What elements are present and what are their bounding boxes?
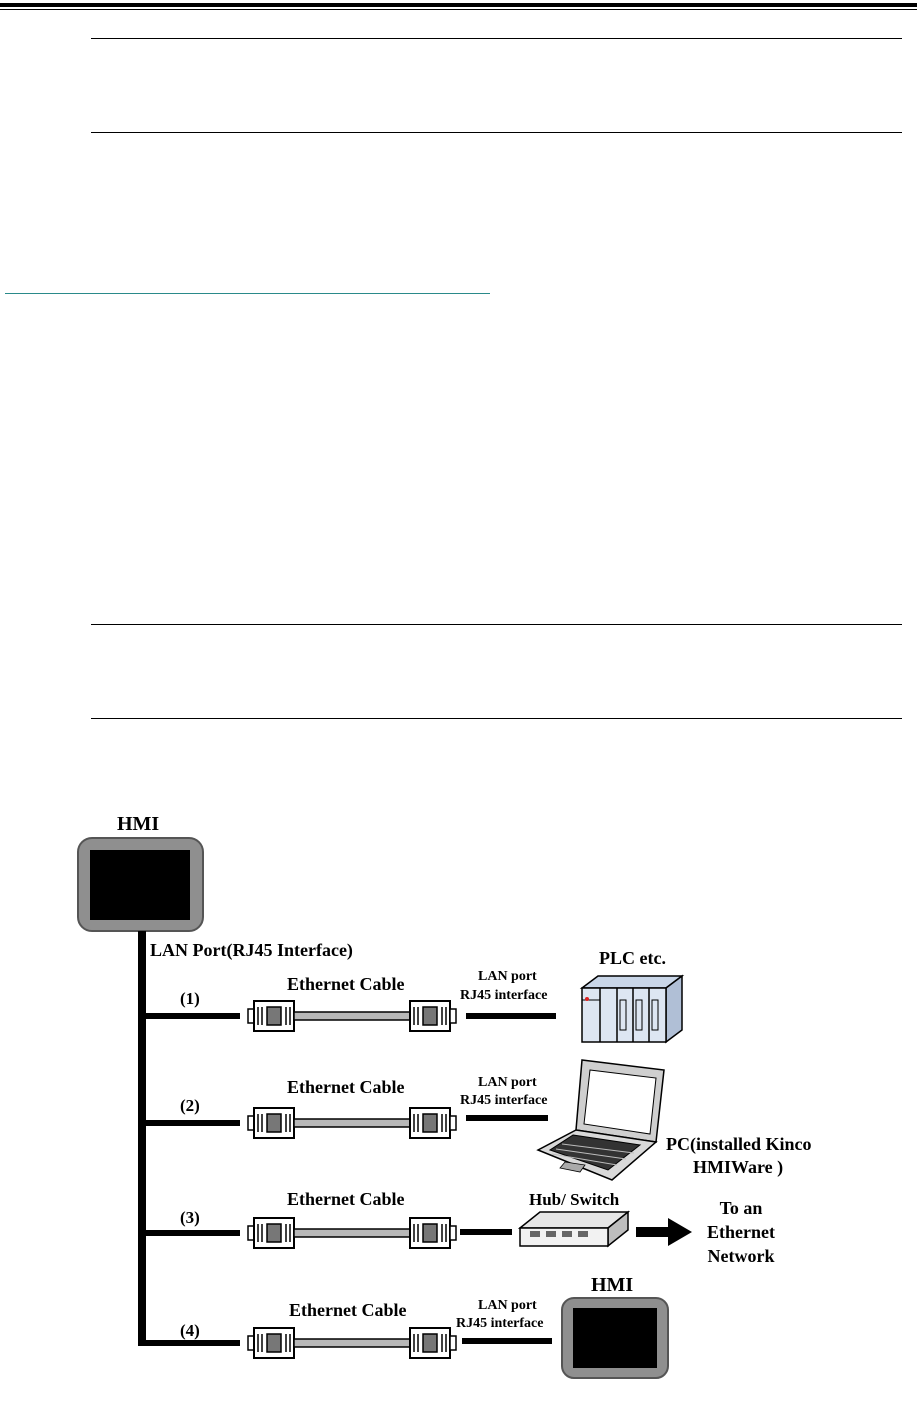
rj45-connector-icon — [409, 1000, 457, 1032]
remote-hmi-label: HMI — [591, 1274, 633, 1296]
target-line2: Ethernet — [707, 1222, 775, 1242]
port-label-line2: RJ45 interface — [456, 1316, 543, 1331]
rj45-connector-icon — [409, 1107, 457, 1139]
rj45-connector-icon — [247, 1217, 295, 1249]
port-label-line2: RJ45 interface — [460, 1093, 547, 1108]
section-rule-3 — [91, 624, 902, 625]
target-line3: Network — [708, 1246, 775, 1266]
pc-label-line2: HMIWare ) — [693, 1157, 783, 1178]
cable — [293, 1118, 411, 1128]
cable-label: Ethernet Cable — [287, 974, 404, 994]
branch-4: (4) Ethernet Cable LAN port RJ45 interfa… — [142, 1274, 669, 1379]
branch-3: (3) Ethernet Cable Hub/ Switch To an Eth… — [142, 1189, 775, 1266]
pc-label-line1: PC(installed Kinco — [666, 1134, 812, 1155]
main-hmi — [77, 837, 204, 932]
target-line1: To an — [720, 1198, 763, 1218]
cable — [293, 1338, 411, 1348]
port-label-line1: LAN port — [478, 1075, 537, 1090]
header-thin-rule — [0, 9, 917, 10]
hub-switch-label: Hub/ Switch — [529, 1190, 620, 1209]
link-underline — [5, 293, 490, 294]
branch-number: (2) — [180, 1096, 200, 1115]
lan-port-label: LAN Port(RJ45 Interface) — [150, 940, 353, 961]
main-hmi-label: HMI — [117, 813, 159, 835]
cable-label: Ethernet Cable — [287, 1189, 404, 1209]
header-thick-rule — [0, 3, 917, 7]
branch-1: (1) Ethernet Cable LAN port RJ45 interfa… — [142, 948, 685, 1044]
rj45-connector-icon — [247, 1327, 295, 1359]
section-rule-2 — [91, 132, 902, 133]
rj45-connector-icon — [247, 1107, 295, 1139]
port-label-line1: LAN port — [478, 1298, 537, 1313]
rj45-connector-icon — [409, 1217, 457, 1249]
remote-hmi-icon — [561, 1297, 669, 1379]
plc-icon — [579, 974, 685, 1044]
arrow-right-icon — [636, 1218, 692, 1246]
port-label-line1: LAN port — [478, 969, 537, 984]
plc-label: PLC etc. — [599, 948, 666, 968]
rj45-connector-icon — [247, 1000, 295, 1032]
cable — [293, 1228, 411, 1238]
section-rule-1 — [91, 38, 902, 39]
branch-number: (4) — [180, 1321, 200, 1340]
section-rule-4 — [91, 718, 902, 719]
branch-number: (3) — [180, 1208, 200, 1227]
port-label-line2: RJ45 interface — [460, 988, 547, 1003]
cable-label: Ethernet Cable — [287, 1077, 404, 1097]
cable — [293, 1011, 411, 1021]
rj45-connector-icon — [409, 1327, 457, 1359]
laptop-icon — [536, 1059, 665, 1181]
hub-switch-icon — [517, 1210, 631, 1248]
cable-label: Ethernet Cable — [289, 1300, 406, 1320]
branch-2: (2) Ethernet Cable LAN port RJ45 interfa… — [142, 1059, 812, 1181]
branch-number: (1) — [180, 989, 200, 1008]
